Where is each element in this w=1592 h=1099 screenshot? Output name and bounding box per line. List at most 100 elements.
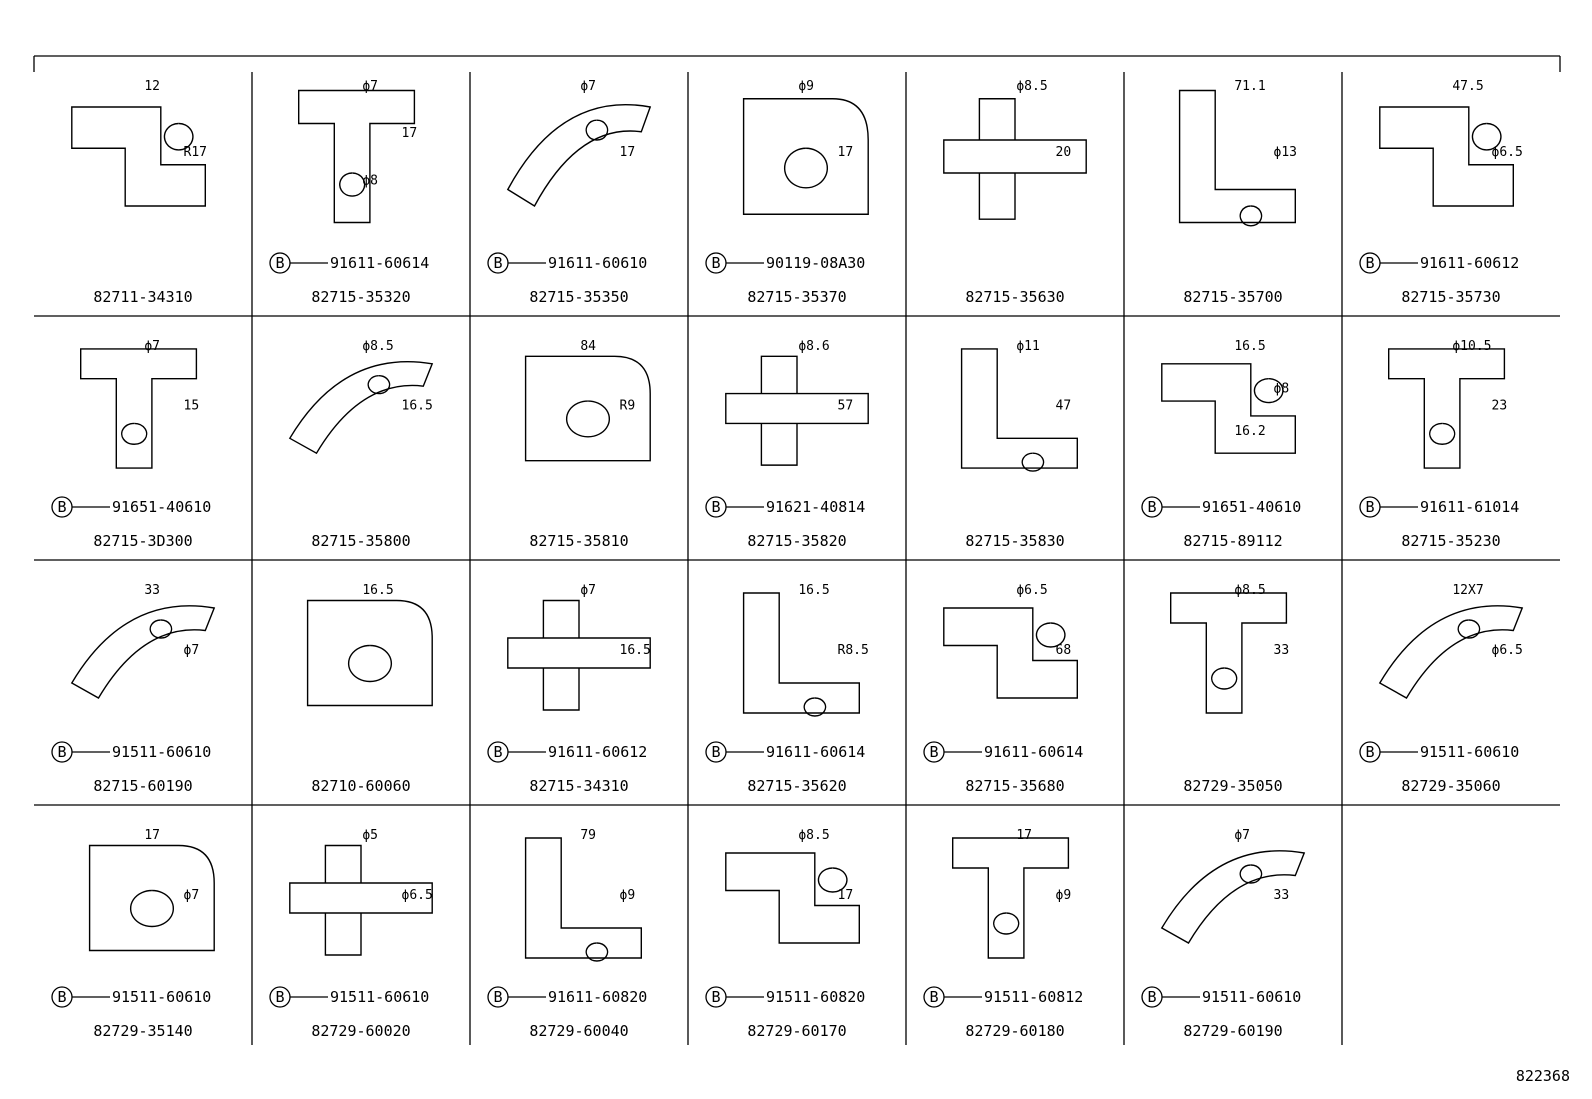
dimension-label: 57 — [838, 399, 854, 414]
part-number: 82715-35350 — [529, 288, 628, 306]
dimension-label: 17 — [1016, 828, 1032, 843]
dimension-label: ϕ6.5 — [1492, 145, 1523, 160]
dimension-label: ϕ6.5 — [1016, 583, 1047, 598]
bolt-marker: B — [493, 988, 502, 1006]
part-sketch — [308, 601, 433, 706]
part-sketch — [1180, 91, 1296, 226]
dimension-label: ϕ7 — [580, 79, 596, 94]
dimension-label: ϕ6.5 — [402, 888, 433, 903]
part-sketch — [526, 838, 642, 961]
diagram-id: 822368 — [1515, 1067, 1570, 1085]
bolt-marker: B — [57, 498, 66, 516]
dimension-label: 20 — [1056, 145, 1072, 160]
bolt-number: 91651-40610 — [1202, 498, 1301, 516]
dimension-label: 16.5 — [402, 399, 433, 414]
dimension-label: 33 — [1274, 643, 1290, 658]
bolt-number: 91611-60614 — [984, 743, 1083, 761]
dimension-label: 16.2 — [1234, 424, 1265, 439]
part-sketch — [726, 853, 860, 943]
part-sketch — [962, 349, 1078, 471]
part-number: 82715-35830 — [965, 532, 1064, 550]
part-number: 82715-35320 — [311, 288, 410, 306]
dimension-label: 17 — [838, 888, 854, 903]
part-sketch — [1380, 107, 1514, 206]
dimension-label: ϕ7 — [1234, 828, 1250, 843]
bolt-marker: B — [493, 743, 502, 761]
part-sketch — [90, 846, 215, 951]
part-sketch — [299, 91, 415, 223]
bolt-marker: B — [711, 743, 720, 761]
bolt-number: 91511-60610 — [330, 988, 429, 1006]
bolt-marker: B — [711, 988, 720, 1006]
part-number: 82715-34310 — [529, 777, 628, 795]
bolt-number: 91511-60820 — [766, 988, 865, 1006]
dimension-label: ϕ7 — [362, 79, 378, 94]
part-sketch — [1380, 606, 1522, 698]
dimension-label: ϕ5 — [362, 828, 378, 843]
part-number: 82715-3D300 — [93, 532, 192, 550]
dimension-label: ϕ8 — [362, 173, 378, 188]
dimension-label: ϕ6.5 — [1492, 643, 1523, 658]
dimension-label: 16.5 — [362, 583, 393, 598]
bolt-number: 91511-60610 — [112, 988, 211, 1006]
bolt-marker: B — [57, 743, 66, 761]
dimension-label: 17 — [402, 126, 418, 141]
dimension-label: ϕ10.5 — [1452, 339, 1491, 354]
bolt-marker: B — [1147, 498, 1156, 516]
dimension-label: ϕ8.5 — [798, 828, 829, 843]
dimension-label: 17 — [838, 145, 854, 160]
bolt-marker: B — [711, 254, 720, 272]
dimension-label: ϕ8.5 — [1016, 79, 1047, 94]
dimension-label: 71.1 — [1234, 79, 1265, 94]
part-number: 82729-60190 — [1183, 1022, 1282, 1040]
bolt-marker: B — [275, 254, 284, 272]
bolt-number: 91611-60614 — [330, 254, 429, 272]
dimension-label: 16.5 — [798, 583, 829, 598]
dimension-label: 12 — [144, 79, 160, 94]
bolt-marker: B — [929, 743, 938, 761]
dimension-label: 33 — [1274, 888, 1290, 903]
part-number: 82729-60170 — [747, 1022, 846, 1040]
part-number: 82715-35620 — [747, 777, 846, 795]
dimension-label: 17 — [620, 145, 636, 160]
dimension-label: 47.5 — [1452, 79, 1483, 94]
dimension-label: 16.5 — [1234, 339, 1265, 354]
bolt-number: 91511-60610 — [1420, 743, 1519, 761]
dimension-label: ϕ9 — [798, 79, 814, 94]
dimension-label: ϕ7 — [580, 583, 596, 598]
bolt-number: 91611-60610 — [548, 254, 647, 272]
dimension-label: ϕ8 — [1274, 382, 1290, 397]
part-number: 82710-60060 — [311, 777, 410, 795]
bolt-marker: B — [1365, 254, 1374, 272]
bolt-marker: B — [57, 988, 66, 1006]
part-number: 82729-60020 — [311, 1022, 410, 1040]
part-sketch — [526, 356, 651, 460]
dimension-label: 47 — [1056, 399, 1072, 414]
bolt-number: 91511-60812 — [984, 988, 1083, 1006]
dimension-label: ϕ9 — [1056, 888, 1072, 903]
bolt-marker: B — [711, 498, 720, 516]
part-sketch — [72, 606, 214, 698]
part-number: 82715-35700 — [1183, 288, 1282, 306]
part-number: 82715-35630 — [965, 288, 1064, 306]
part-sketch — [726, 356, 868, 465]
bolt-marker: B — [929, 988, 938, 1006]
bolt-marker: B — [1365, 498, 1374, 516]
dimension-label: 79 — [580, 828, 596, 843]
bolt-number: 90119-08A30 — [766, 254, 865, 272]
bolt-number: 91511-60610 — [1202, 988, 1301, 1006]
